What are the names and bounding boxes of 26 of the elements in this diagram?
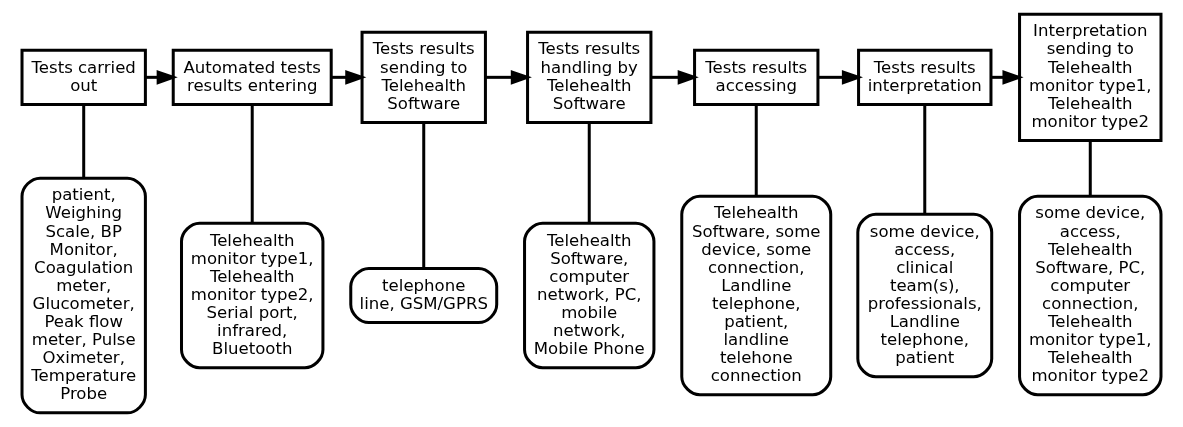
node-box: Tests results accessing	[693, 48, 820, 106]
arrow	[485, 69, 532, 85]
connector	[1088, 141, 1092, 196]
node-box: some device, access, Telehealth Software, PC, computer connection, Telehealth monitor type1, Telehealth monitor type2	[1018, 194, 1163, 397]
node-box: Telehealth Software, computer network, PC, mobile network, Mobile Phone	[523, 221, 656, 370]
arrow	[818, 69, 863, 85]
node-box: Automated tests results entering	[171, 48, 333, 106]
connector	[250, 104, 254, 223]
node-box: some device, access, clinical team(s), professionals, Landline telephone, patient	[856, 212, 994, 379]
node-box: Telehealth Software, some device, some connection, Landline telephone, patient, landline telehone connection	[680, 194, 833, 397]
connector	[82, 104, 86, 178]
node-box: Tests results sending to Telehealth Software	[360, 30, 487, 124]
arrow	[145, 69, 178, 85]
node-box: Telehealth monitor type1, Telehealth monitor type2, Serial port, infrared, Bluetooth	[180, 221, 325, 370]
node-box: Tests results interpretation	[857, 48, 993, 106]
node-box: telephone line, GSM/GPRS	[349, 266, 499, 325]
arrow	[650, 69, 699, 85]
connector	[754, 104, 758, 197]
connector	[587, 122, 591, 223]
node-box: Tests results handling by Telehealth Software	[526, 30, 653, 124]
arrow	[331, 69, 367, 85]
node-box: Interpretation sending to Telehealth monitor type1, Telehealth monitor type2	[1018, 12, 1163, 143]
node-box: Tests carried out	[20, 48, 147, 106]
node-box: patient, Weighing Scale, BP Monitor, Coagulation meter, Glucometer, Peak flow meter, Pulse Oximeter, Temperature Probe	[20, 176, 147, 415]
connector	[422, 122, 426, 269]
connector	[923, 104, 927, 214]
